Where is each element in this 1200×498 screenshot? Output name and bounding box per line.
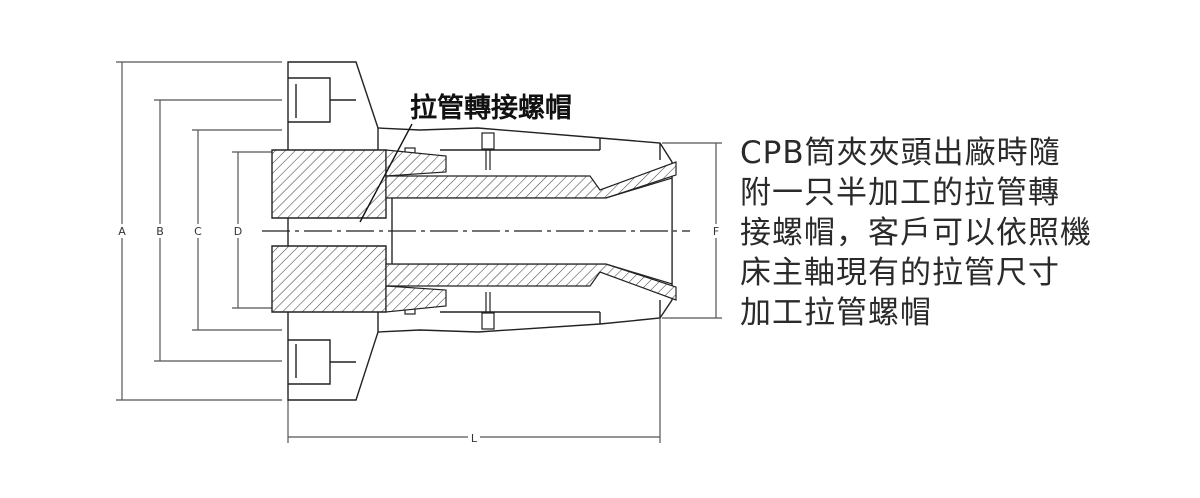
draw-tube-adapter-nut-lower (271, 245, 387, 313)
nut-flange-lower (385, 285, 447, 313)
description-text: CPB筒夾夾頭出廠時隨 附一只半加工的拉管轉 接螺帽，客戶可以依照機 床主軸現有… (740, 133, 1190, 333)
dim-label-c: C (194, 225, 202, 238)
description-line-3: 接螺帽，客戶可以依照機 (740, 215, 1092, 251)
description-line-2: 附一只半加工的拉管轉 (740, 175, 1060, 211)
dim-label-l: L (471, 432, 478, 445)
dim-label-d: D (234, 225, 242, 238)
draw-tube-adapter-nut-upper (271, 149, 387, 219)
nut-flange-upper (385, 149, 447, 177)
callout-leader-line (359, 123, 413, 223)
dim-label-b: B (156, 225, 164, 238)
description-line-1: CPB筒夾夾頭出廠時隨 (740, 135, 1061, 171)
adapter-nut-callout: 拉管轉接螺帽 (359, 92, 572, 223)
description-line-4: 床主軸現有的拉管尺寸 (740, 255, 1060, 291)
dim-label-a: A (118, 225, 126, 238)
callout-label: 拉管轉接螺帽 (410, 92, 572, 124)
description-line-5: 加工拉管螺帽 (740, 295, 932, 331)
dimension-letter-labels: A B C D F L (116, 224, 722, 445)
dim-label-f: F (713, 225, 719, 238)
